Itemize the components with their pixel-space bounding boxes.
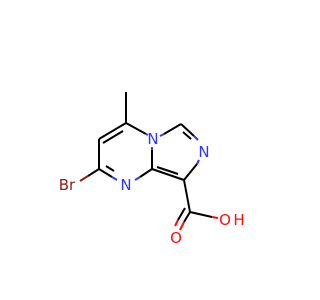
bond-c4-n5-n [145, 133, 149, 136]
bond-c4-c3-inner [102, 130, 124, 144]
atom-n-pyrimidine: N [120, 176, 131, 194]
bond-carboxyl-o-inner-o [174, 219, 179, 227]
atom-n-bridge: N [147, 130, 158, 148]
bond-n5-c6 [163, 123, 182, 135]
bond-n7-c8-n [196, 159, 200, 165]
bond-n1-c8a [134, 176, 141, 181]
bond-c8-c8a [151, 168, 185, 181]
bond-n7-c8 [183, 163, 198, 181]
bond-c2-n1-inner [105, 165, 115, 172]
bond-c8-c8a-inner [156, 166, 179, 175]
bond-c4-c3 [98, 122, 127, 140]
bond-c2-br-c [87, 168, 100, 177]
bond-c4-n5 [125, 122, 147, 135]
structure-svg: N N N O O H Br [59, 92, 245, 247]
bond-carboxyl-oh-o [211, 216, 219, 219]
bond-c6-n7 [180, 123, 195, 137]
bond-c6-n7-n [193, 135, 199, 141]
bond-c8-carboxyl [183, 179, 191, 213]
bond-n1-c8a-c [139, 168, 153, 178]
bond-n5-c6-n [159, 133, 165, 137]
atom-o-hydroxyl: O [219, 211, 231, 229]
bond-c2-n1 [98, 168, 113, 178]
bond-carboxyl-o-inner [177, 207, 186, 221]
bond-c2-br [79, 175, 89, 182]
bond-c6-n7-inner [182, 131, 192, 140]
bond-c2-n1-n [111, 176, 118, 181]
atom-o-carbonyl: O [170, 229, 182, 247]
bond-carboxyl-o-o [179, 221, 185, 231]
atom-br: Br [59, 176, 76, 194]
atom-h-hydroxyl: H [233, 211, 244, 229]
molecule-drawing: N N N O O H Br [59, 92, 245, 247]
bond-carboxyl-oh [189, 211, 213, 218]
bond-carboxyl-o [183, 211, 191, 223]
atom-n-ring: N [198, 143, 209, 161]
